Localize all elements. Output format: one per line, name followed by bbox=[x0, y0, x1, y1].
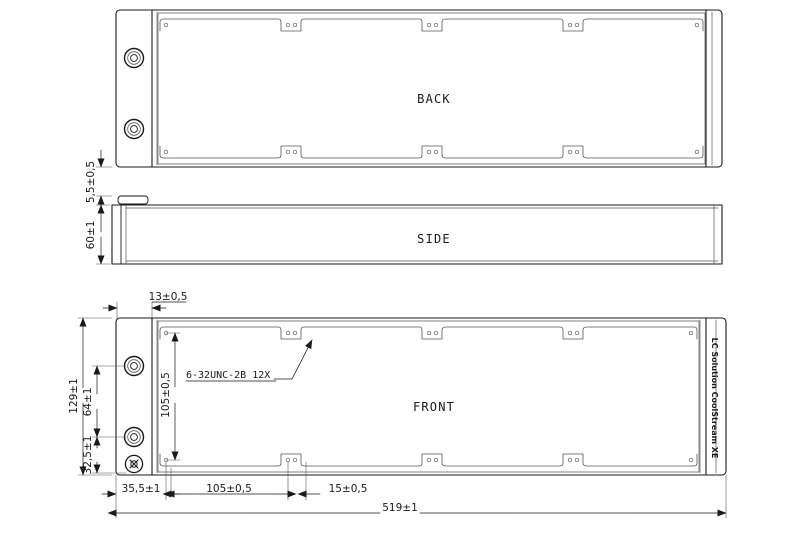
back-screw-hole bbox=[574, 22, 580, 28]
back-screw-hole bbox=[574, 149, 580, 155]
view-label-side: SIDE bbox=[417, 232, 451, 246]
back-screw-hole bbox=[285, 22, 291, 28]
front-thread-hole bbox=[292, 457, 298, 463]
back-core-frame bbox=[157, 12, 706, 165]
front-body-outline bbox=[115, 317, 727, 476]
back-screw-hole bbox=[433, 22, 439, 28]
view-label-front: FRONT bbox=[413, 400, 455, 414]
back-screw-hole bbox=[292, 22, 298, 28]
back-screw-hole bbox=[694, 22, 700, 28]
back-screw-hole bbox=[694, 149, 700, 155]
back-port-lower bbox=[123, 118, 145, 140]
back-body-outline bbox=[115, 9, 723, 168]
front-core-frame bbox=[157, 320, 700, 473]
view-back: BACK bbox=[115, 9, 723, 168]
back-screw-hole bbox=[426, 149, 432, 155]
dimension-label-tab-spacing: 15±0,5 bbox=[329, 483, 368, 495]
front-fan-profile-bottom bbox=[159, 453, 698, 467]
back-fan-profile-top bbox=[159, 18, 704, 32]
dimension-label-overall-length: 519±1 bbox=[382, 502, 418, 514]
front-port-lower bbox=[123, 426, 145, 448]
front-fan-profile-top bbox=[159, 326, 698, 340]
front-thread-hole bbox=[426, 330, 432, 336]
front-thread-hole bbox=[574, 330, 580, 336]
dimension-label-end-offset: 35,5±1 bbox=[122, 483, 161, 495]
front-thread-hole bbox=[285, 457, 291, 463]
dimension-label-fan-pitch-vertical: 105±0,5 bbox=[160, 372, 172, 418]
dimension-fan-pitch-horizontal: 105±0,5 bbox=[162, 461, 297, 501]
dimension-end-offset: 35,5±1 bbox=[101, 461, 181, 501]
dimension-label-depth: 60±1 bbox=[85, 221, 97, 250]
back-fan-profile-bottom bbox=[159, 145, 704, 159]
front-thread-hole bbox=[433, 457, 439, 463]
front-thread-hole bbox=[567, 330, 573, 336]
callout-thread-spec: 6-32UNC-2B 12X bbox=[185, 339, 313, 382]
back-screw-hole bbox=[433, 149, 439, 155]
dimension-label-thickness-flange: 5,5±0,5 bbox=[85, 161, 97, 203]
front-thread-hole bbox=[574, 457, 580, 463]
dimension-fan-pitch-vertical: 105±0,5 bbox=[160, 332, 181, 461]
dimension-lower-port: 32,5±1 bbox=[82, 436, 127, 475]
dimension-tab-spacing: 15±0,5 bbox=[297, 461, 368, 501]
back-screw-hole bbox=[163, 149, 169, 155]
side-body-outline bbox=[111, 204, 723, 265]
dimension-label-fan-pitch-horizontal: 105±0,5 bbox=[206, 483, 252, 495]
view-side: SIDE bbox=[111, 195, 723, 265]
back-screw-hole bbox=[292, 149, 298, 155]
side-port-stub bbox=[117, 195, 149, 205]
branding-side-text: LC Solution CoolStream XE bbox=[710, 338, 719, 459]
back-screw-hole bbox=[567, 22, 573, 28]
dimension-port-spacing: 64±1 bbox=[82, 365, 127, 438]
back-screw-hole bbox=[426, 22, 432, 28]
back-port-upper bbox=[123, 47, 145, 69]
front-thread-hole bbox=[285, 330, 291, 336]
back-screw-hole bbox=[567, 149, 573, 155]
front-thread-hole bbox=[688, 457, 694, 463]
front-port-upper bbox=[123, 355, 145, 377]
view-front: FRONT LC Solution CoolStream XE bbox=[115, 317, 727, 476]
callout-label-thread-spec: 6-32UNC-2B 12X bbox=[186, 370, 270, 381]
dimension-label-overall-height: 129±1 bbox=[68, 378, 80, 414]
dimension-label-port-spacing: 64±1 bbox=[82, 388, 94, 417]
dimension-overall-height: 129±1 bbox=[68, 317, 113, 476]
dimension-depth: 60±1 bbox=[85, 204, 111, 265]
logo-badge-icon bbox=[124, 454, 144, 474]
front-thread-hole bbox=[433, 330, 439, 336]
front-thread-hole bbox=[567, 457, 573, 463]
back-screw-hole bbox=[163, 22, 169, 28]
dimension-label-lower-port: 32,5±1 bbox=[82, 436, 94, 475]
view-label-back: BACK bbox=[417, 92, 451, 106]
back-screw-hole bbox=[285, 149, 291, 155]
dimension-overall-length: 519±1 bbox=[107, 474, 727, 519]
dimension-label-port-offset: 13±0,5 bbox=[149, 291, 188, 303]
dimension-thickness-flange: 5,5±0,5 bbox=[85, 149, 113, 214]
front-thread-hole bbox=[292, 330, 298, 336]
dimension-port-offset: 13±0,5 bbox=[102, 291, 188, 361]
front-thread-hole bbox=[426, 457, 432, 463]
front-thread-hole bbox=[688, 330, 694, 336]
